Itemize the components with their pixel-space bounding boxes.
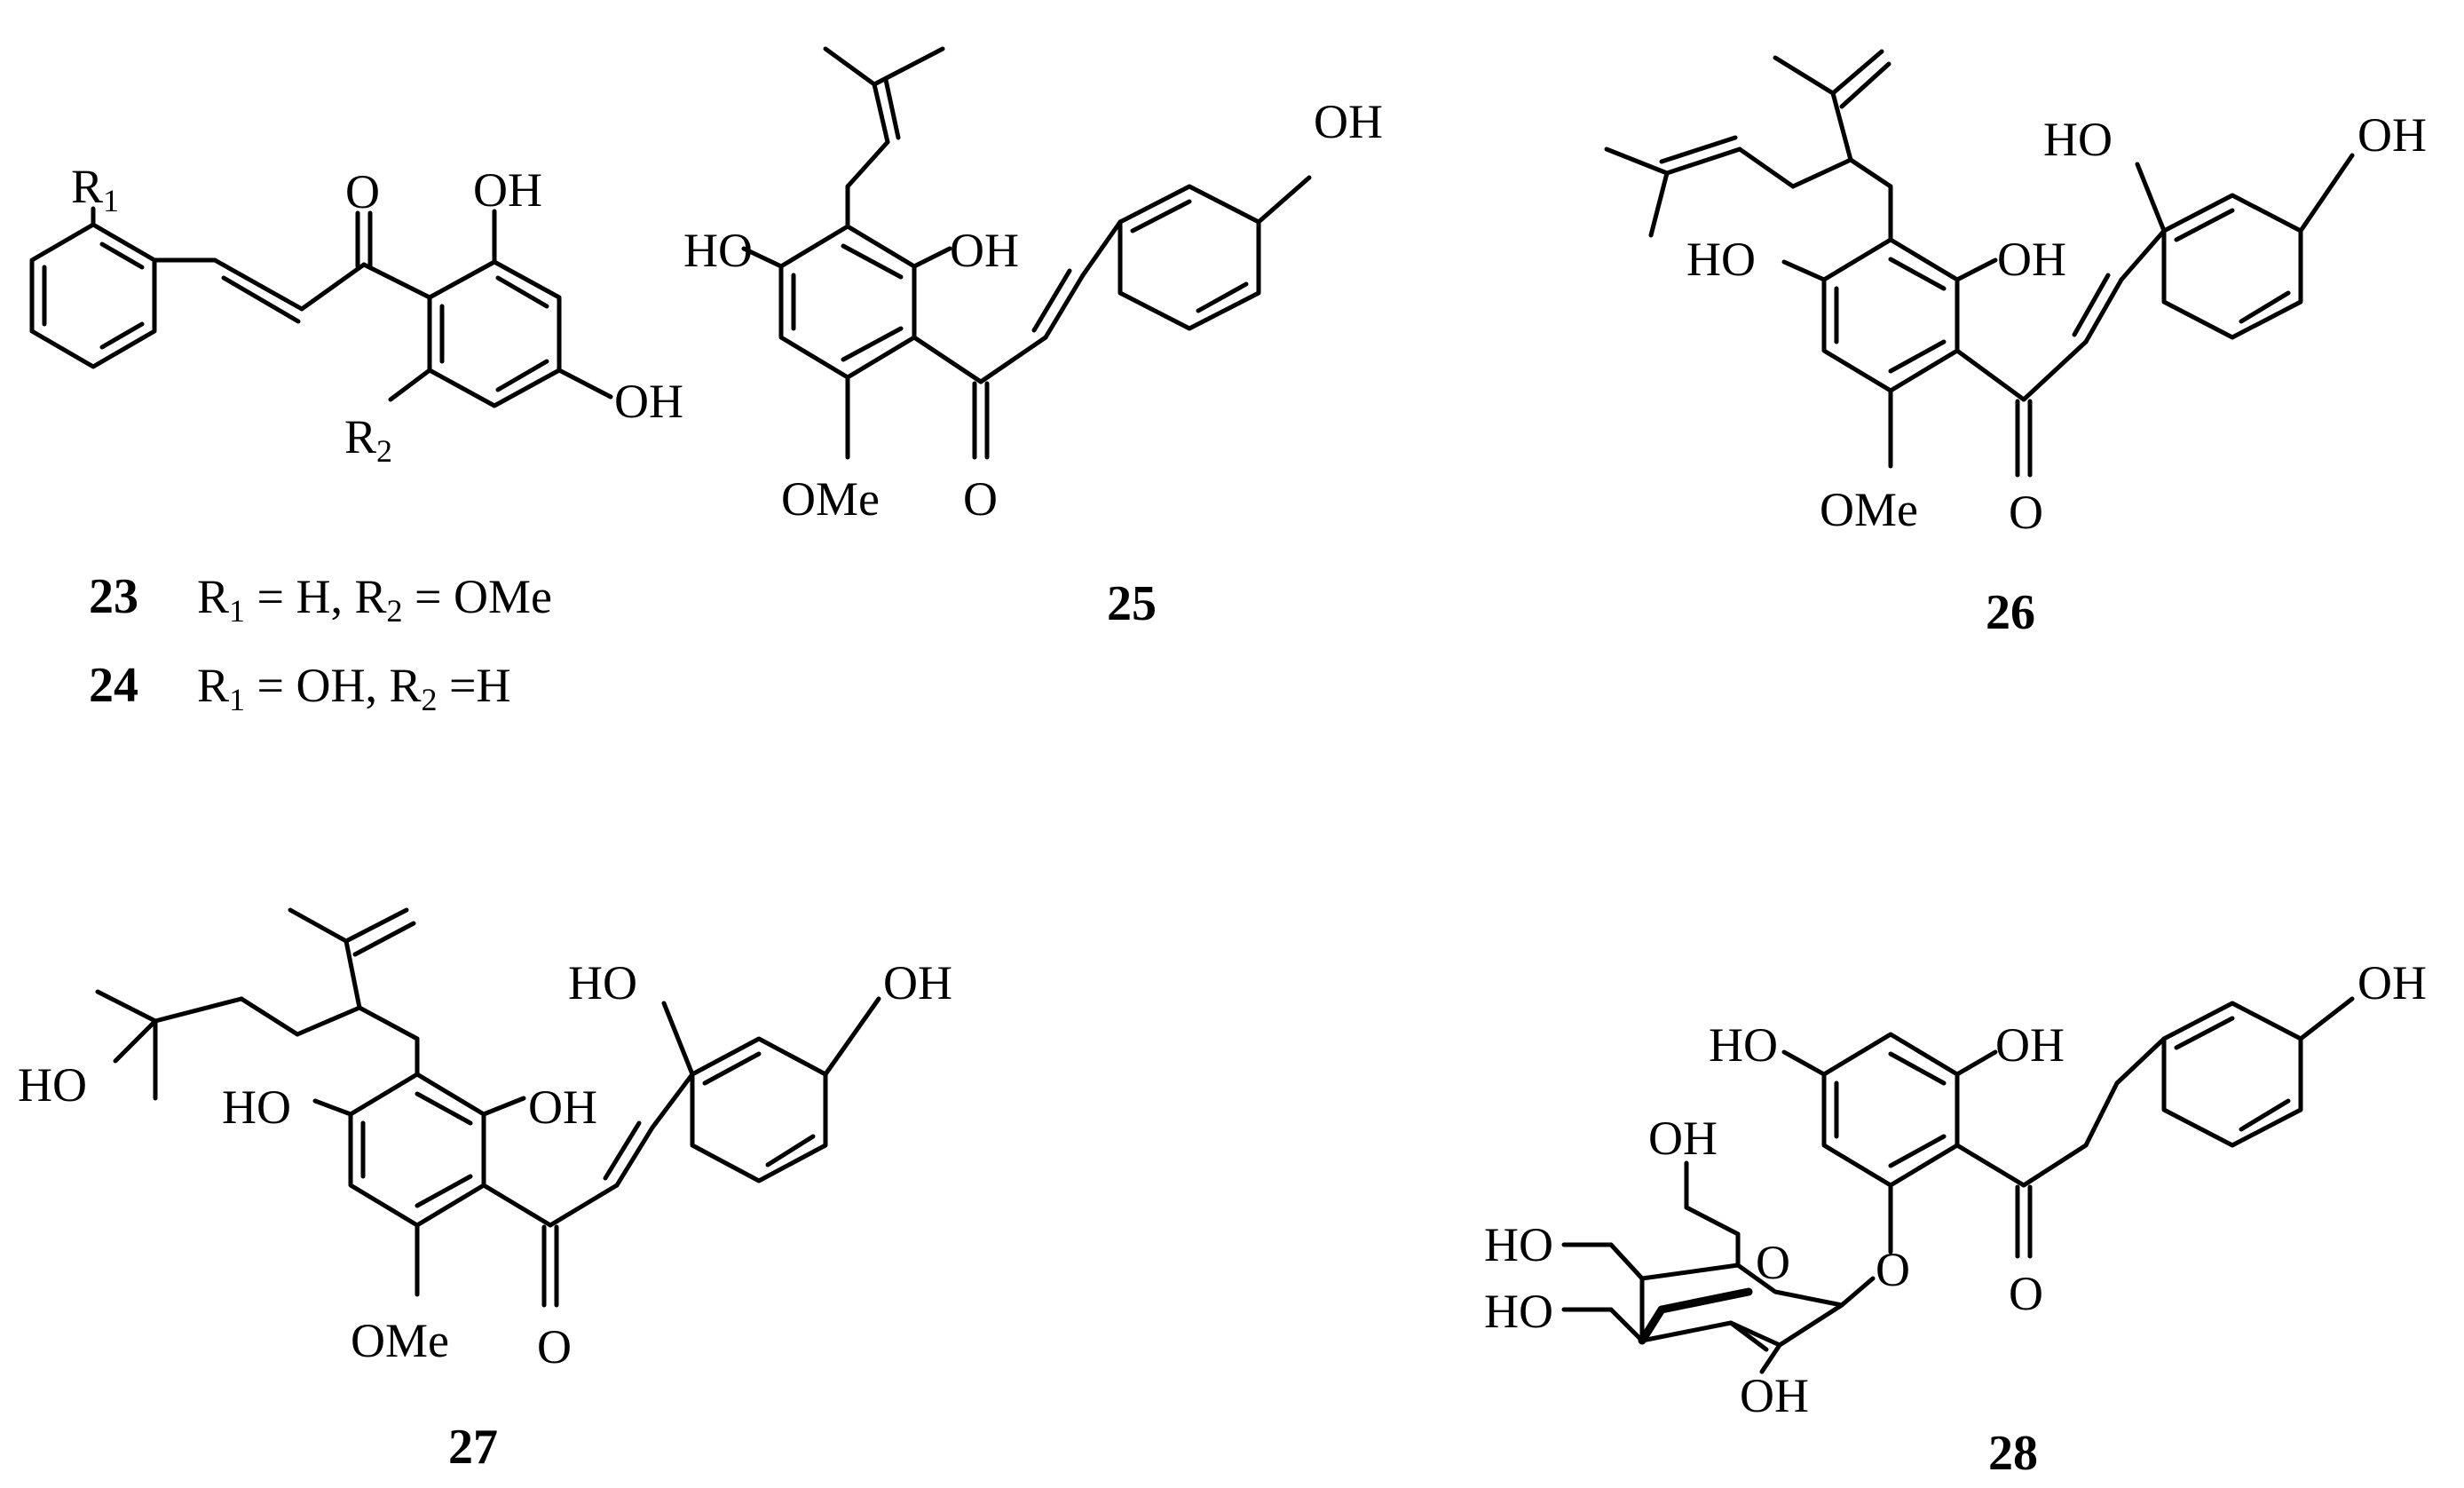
c26-oh-ring: OH <box>2357 108 2427 162</box>
c27-ome: OMe <box>351 1314 449 1367</box>
c28-ho-sugar-1: HO <box>1484 1218 1553 1271</box>
compound-number-26: 26 <box>1986 585 2035 640</box>
c23-oh-top: OH <box>473 163 542 217</box>
compound-number-27: 27 <box>448 1420 498 1475</box>
c23-substituent-definition: R1 = H, R2 = OMe <box>197 570 552 629</box>
c26-carbonyl-o: O <box>2009 486 2043 539</box>
c28-glycosidic-o: O <box>1876 1243 1910 1296</box>
c28-ho-sugar-2: HO <box>1484 1285 1553 1338</box>
compound-23-structure <box>29 206 613 408</box>
compound-26-structure <box>1604 49 2355 478</box>
c27-carbonyl-o: O <box>537 1320 572 1373</box>
c28-oh: OH <box>1995 1018 2065 1072</box>
c28-oh-sugar-bottom: OH <box>1740 1369 1809 1422</box>
c23-oh-right: OH <box>614 375 683 428</box>
c26-oh: OH <box>1997 233 2066 286</box>
c28-carbonyl-o: O <box>2009 1267 2043 1320</box>
c28-ho: HO <box>1709 1018 1778 1072</box>
c26-ho-ring: HO <box>2043 113 2113 166</box>
c27-ho-ring: HO <box>568 956 637 1009</box>
c23-carbonyl-o: O <box>345 165 380 218</box>
compound-number-24: 24 <box>89 658 138 713</box>
c25-ome: OMe <box>781 472 880 526</box>
c25-carbonyl-o: O <box>963 472 998 526</box>
c24-substituent-definition: R1 = OH, R2 =H <box>197 659 510 717</box>
c27-ho-chain: HO <box>18 1058 87 1112</box>
c28-oh-sugar-top: OH <box>1648 1112 1718 1165</box>
c25-oh-ring: OH <box>1314 95 1383 148</box>
c27-ho: HO <box>222 1080 291 1134</box>
compound-number-25: 25 <box>1107 576 1157 631</box>
c25-ho: HO <box>683 224 753 277</box>
compound-number-23: 23 <box>89 569 138 624</box>
c26-ome: OMe <box>1820 483 1918 536</box>
compound-27-structure <box>95 907 881 1308</box>
c28-oh-ring: OH <box>2357 956 2427 1009</box>
compound-28-structure <box>1561 996 2355 1374</box>
c25-oh: OH <box>950 224 1019 277</box>
c23-r1-label: R1 <box>71 160 119 218</box>
c27-oh: OH <box>528 1080 597 1134</box>
compound-25-structure <box>741 46 1312 460</box>
compound-number-28: 28 <box>1988 1426 2038 1481</box>
c28-pyranose-o: O <box>1756 1236 1790 1289</box>
c27-oh-ring: OH <box>883 956 952 1009</box>
c26-ho: HO <box>1686 233 1756 286</box>
c23-r2-label: R2 <box>344 410 392 469</box>
